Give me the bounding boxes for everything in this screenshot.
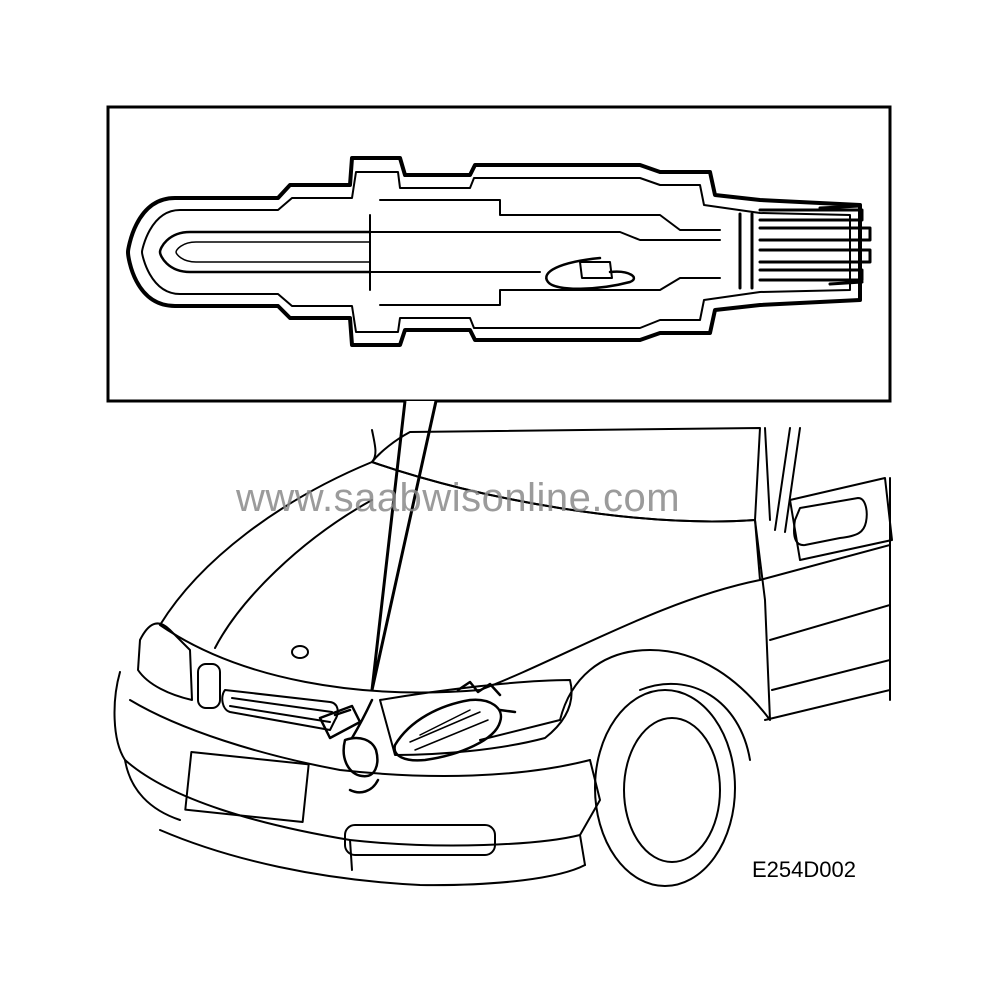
license-plate: [184, 750, 310, 824]
sensor-outer-shell: [126, 156, 862, 347]
front-tire: [594, 689, 736, 887]
exhaust-assembly: [318, 680, 517, 794]
front-rim: [623, 717, 721, 863]
sensor-ceramic-element: [158, 230, 372, 274]
inset-frame: [106, 105, 892, 403]
sensor-detail-inset: [106, 105, 892, 403]
sensor-ceramic-inner: [175, 241, 371, 263]
grille-badge: [197, 663, 221, 709]
sensor-contact-spring: [545, 256, 636, 290]
left-headlight: [137, 622, 193, 701]
front-fender: [479, 519, 771, 741]
sensor-contact-pin: [579, 261, 613, 279]
front-bumper: [113, 671, 601, 847]
manifold-bracket: [456, 680, 517, 714]
grille: [221, 689, 339, 731]
watermark-url: www.saabwisonline.com: [236, 476, 681, 520]
callout-pointer: [370, 400, 438, 691]
fog-light-slot: [344, 824, 496, 856]
car-illustration: [113, 427, 893, 887]
hood-emblem: [291, 645, 309, 659]
hood: [159, 461, 761, 694]
sensor-location: [342, 736, 379, 778]
oxygen-sensor-cross-section: [126, 156, 872, 347]
sensor-inner-shell: [141, 171, 851, 333]
figure-code: E254D002: [752, 857, 856, 882]
side-mirror: [793, 497, 868, 547]
catalytic-converter: [393, 698, 503, 762]
sensor-lead-wires: [738, 204, 872, 290]
